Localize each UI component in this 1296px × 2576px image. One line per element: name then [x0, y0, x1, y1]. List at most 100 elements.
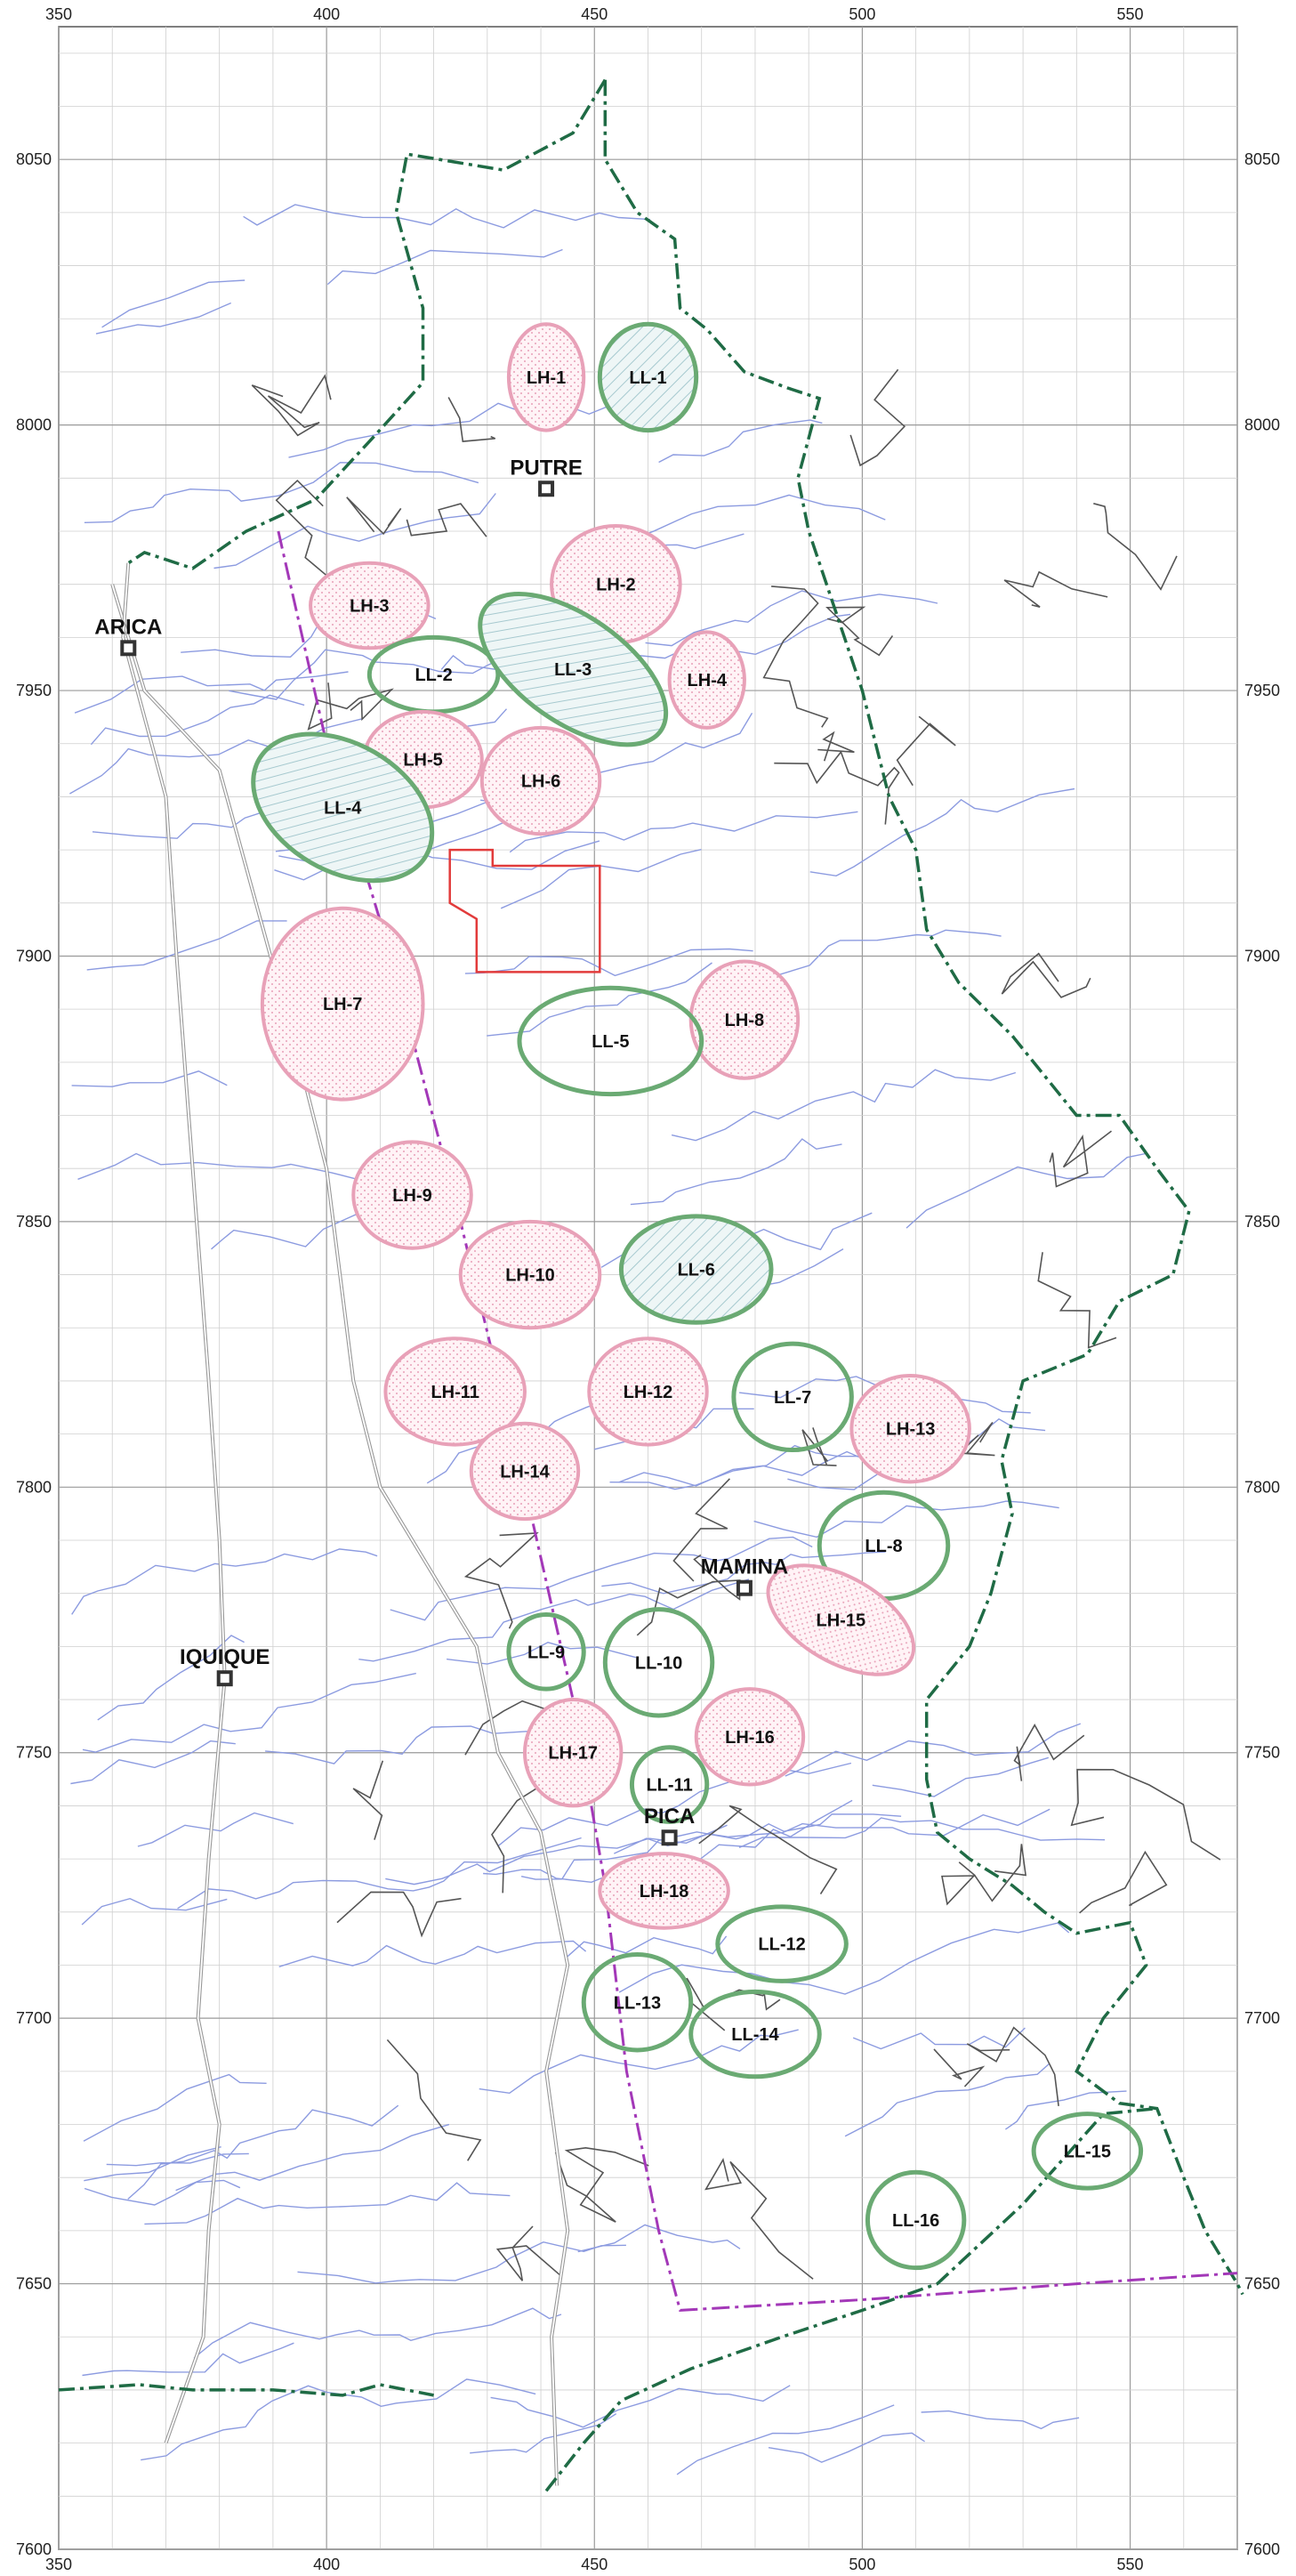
zone-ll-1[interactable]: [597, 321, 699, 433]
x-tick-label-top: 550: [1117, 5, 1144, 23]
river: [921, 2410, 1080, 2430]
zone-lh-3[interactable]: [309, 561, 431, 650]
zone-label: LH-7: [323, 995, 362, 1014]
x-tick-label-bottom: 350: [45, 2556, 72, 2573]
road: [495, 2225, 561, 2281]
zone-lh-15[interactable]: [750, 1543, 931, 1697]
zone-label: LH-1: [527, 368, 566, 388]
zone-lh-4[interactable]: [667, 630, 746, 730]
city-marker[interactable]: [736, 1579, 753, 1596]
road: [849, 368, 906, 467]
zone-lh-13[interactable]: [849, 1373, 971, 1484]
road-network: [110, 368, 1221, 2486]
river: [809, 787, 1075, 877]
zone-ll-5[interactable]: [517, 985, 704, 1097]
zone-lh-18[interactable]: [598, 1852, 730, 1930]
zone-label: LH-9: [392, 1186, 431, 1206]
zone-label: LH-16: [725, 1728, 775, 1748]
zone-lh-6[interactable]: [479, 725, 602, 836]
zone-lh-10[interactable]: [458, 1219, 602, 1330]
river: [768, 2432, 925, 2463]
river: [618, 1922, 1070, 1995]
river: [872, 1756, 1050, 1797]
zone-ll-6[interactable]: [618, 1214, 774, 1325]
zone-ll-10[interactable]: [602, 1607, 715, 1718]
road: [774, 750, 900, 825]
zone-ll-11[interactable]: [629, 1745, 710, 1824]
city-marker[interactable]: [661, 1829, 678, 1846]
road: [1093, 503, 1178, 591]
zone-lh-14[interactable]: [469, 1421, 581, 1522]
river: [243, 204, 650, 229]
zone-ll-4[interactable]: [228, 704, 458, 910]
zone-lh-12[interactable]: [587, 1336, 709, 1447]
zone-ll-14[interactable]: [688, 1989, 822, 2079]
river: [177, 1837, 582, 1910]
x-tick-label-bottom: 550: [1117, 2556, 1144, 2573]
zone-ll-15[interactable]: [1031, 2112, 1144, 2191]
zone-label: LH-2: [596, 576, 635, 595]
zone-label: LL-8: [865, 1537, 902, 1556]
city-label: PICA: [644, 1805, 695, 1829]
river: [564, 1935, 728, 1959]
river: [127, 2104, 399, 2201]
border-north-west: [127, 78, 607, 570]
river: [520, 1813, 902, 1880]
river: [738, 1817, 1106, 1849]
river: [500, 849, 702, 909]
river: [447, 1642, 637, 1665]
road: [307, 682, 394, 731]
road: [896, 715, 956, 787]
road: [1079, 1850, 1168, 1914]
river: [193, 2307, 562, 2359]
zone-label: LH-14: [500, 1462, 550, 1482]
zone-lh-11[interactable]: [383, 1336, 527, 1447]
y-tick-label-left: 7800: [16, 1478, 52, 1496]
zone-ll-3[interactable]: [455, 564, 691, 774]
zone-ll-13[interactable]: [581, 1952, 694, 2053]
zone-label: LL-9: [527, 1643, 565, 1662]
road: [447, 397, 496, 442]
border-south: [544, 2106, 1157, 2492]
river: [630, 1138, 842, 1206]
river: [906, 1152, 1148, 1229]
road: [672, 1478, 730, 1582]
zone-ll-7[interactable]: [731, 1341, 854, 1453]
river: [479, 2029, 799, 2095]
city-marker[interactable]: [538, 480, 555, 497]
city-marker[interactable]: [120, 640, 137, 657]
zone-ll-16[interactable]: [865, 2169, 967, 2271]
x-tick-label-top: 400: [313, 5, 340, 23]
zone-lh-9[interactable]: [351, 1140, 473, 1250]
zone-label: LH-13: [886, 1420, 936, 1440]
coastal-road-inner: [122, 562, 226, 2443]
city-marker[interactable]: [216, 1670, 233, 1687]
zone-ll-12[interactable]: [715, 1904, 849, 1983]
river: [278, 1940, 587, 1967]
river: [84, 2146, 221, 2182]
river: [213, 493, 496, 569]
zone-lh-7[interactable]: [260, 906, 425, 1102]
zone-lh-17[interactable]: [522, 1698, 624, 1808]
border-east: [603, 79, 1244, 2296]
road: [933, 2048, 986, 2087]
zone-ll-9[interactable]: [506, 1612, 586, 1692]
zone-lh-16[interactable]: [694, 1687, 806, 1787]
road: [1049, 1130, 1112, 1188]
road: [704, 2157, 814, 2280]
y-tick-label-left: 7600: [16, 2540, 52, 2558]
road: [1003, 570, 1108, 608]
road: [825, 606, 894, 657]
road: [352, 1760, 384, 1840]
zone-label: LL-16: [892, 2211, 939, 2231]
zone-label: LH-5: [403, 751, 442, 771]
zone-lh-1[interactable]: [506, 322, 586, 432]
river: [137, 1812, 294, 1847]
y-tick-label-right: 8050: [1244, 150, 1280, 168]
zone-lh-8[interactable]: [688, 959, 801, 1080]
river: [509, 811, 858, 853]
border-south-west: [58, 2383, 434, 2397]
